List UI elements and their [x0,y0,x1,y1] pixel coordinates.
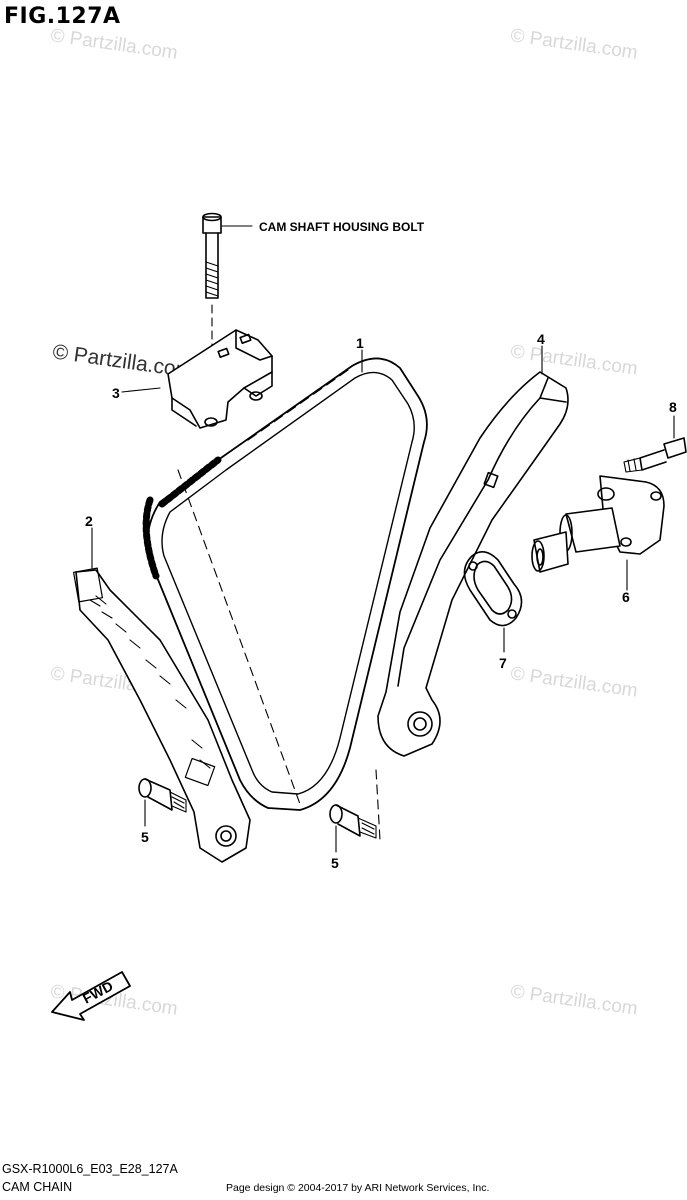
part-6-tensioner-adjuster[interactable] [531,475,665,573]
callout-5-left: 5 [141,829,149,845]
callout-7: 7 [499,655,507,671]
leader-line [121,387,161,393]
callout-4: 4 [537,331,545,347]
callout-3: 3 [112,385,120,401]
part-4-tensioner-guide[interactable] [377,371,569,757]
part-8-bolt[interactable] [623,437,687,473]
fwd-arrow-icon: FWD [51,971,131,1021]
figure-title: FIG.127A [4,4,121,29]
callout-5-right: 5 [331,855,339,871]
bolt-label: CAM SHAFT HOUSING BOLT [259,220,425,234]
callout-1: 1 [356,335,364,351]
part-2-fixed-guide[interactable] [72,567,251,863]
part-1-cam-chain[interactable] [142,357,428,841]
figure-code: GSX-R1000L6_E03_E28_127A [2,1162,178,1176]
part-5-bolt-left[interactable] [138,778,187,813]
figure-name: CAM CHAIN [2,1180,73,1194]
part-3-upper-guide[interactable] [167,329,273,429]
copyright-notice: Page design © 2004-2017 by ARI Network S… [226,1182,490,1194]
part-5-bolt-right[interactable] [329,804,377,839]
callout-2: 2 [85,513,93,529]
parts-diagram: CAM SHAFT HOUSING BOLT [51,212,687,1021]
callout-6: 6 [622,589,630,605]
callout-8: 8 [669,399,677,415]
part-7-gasket[interactable] [463,551,523,627]
